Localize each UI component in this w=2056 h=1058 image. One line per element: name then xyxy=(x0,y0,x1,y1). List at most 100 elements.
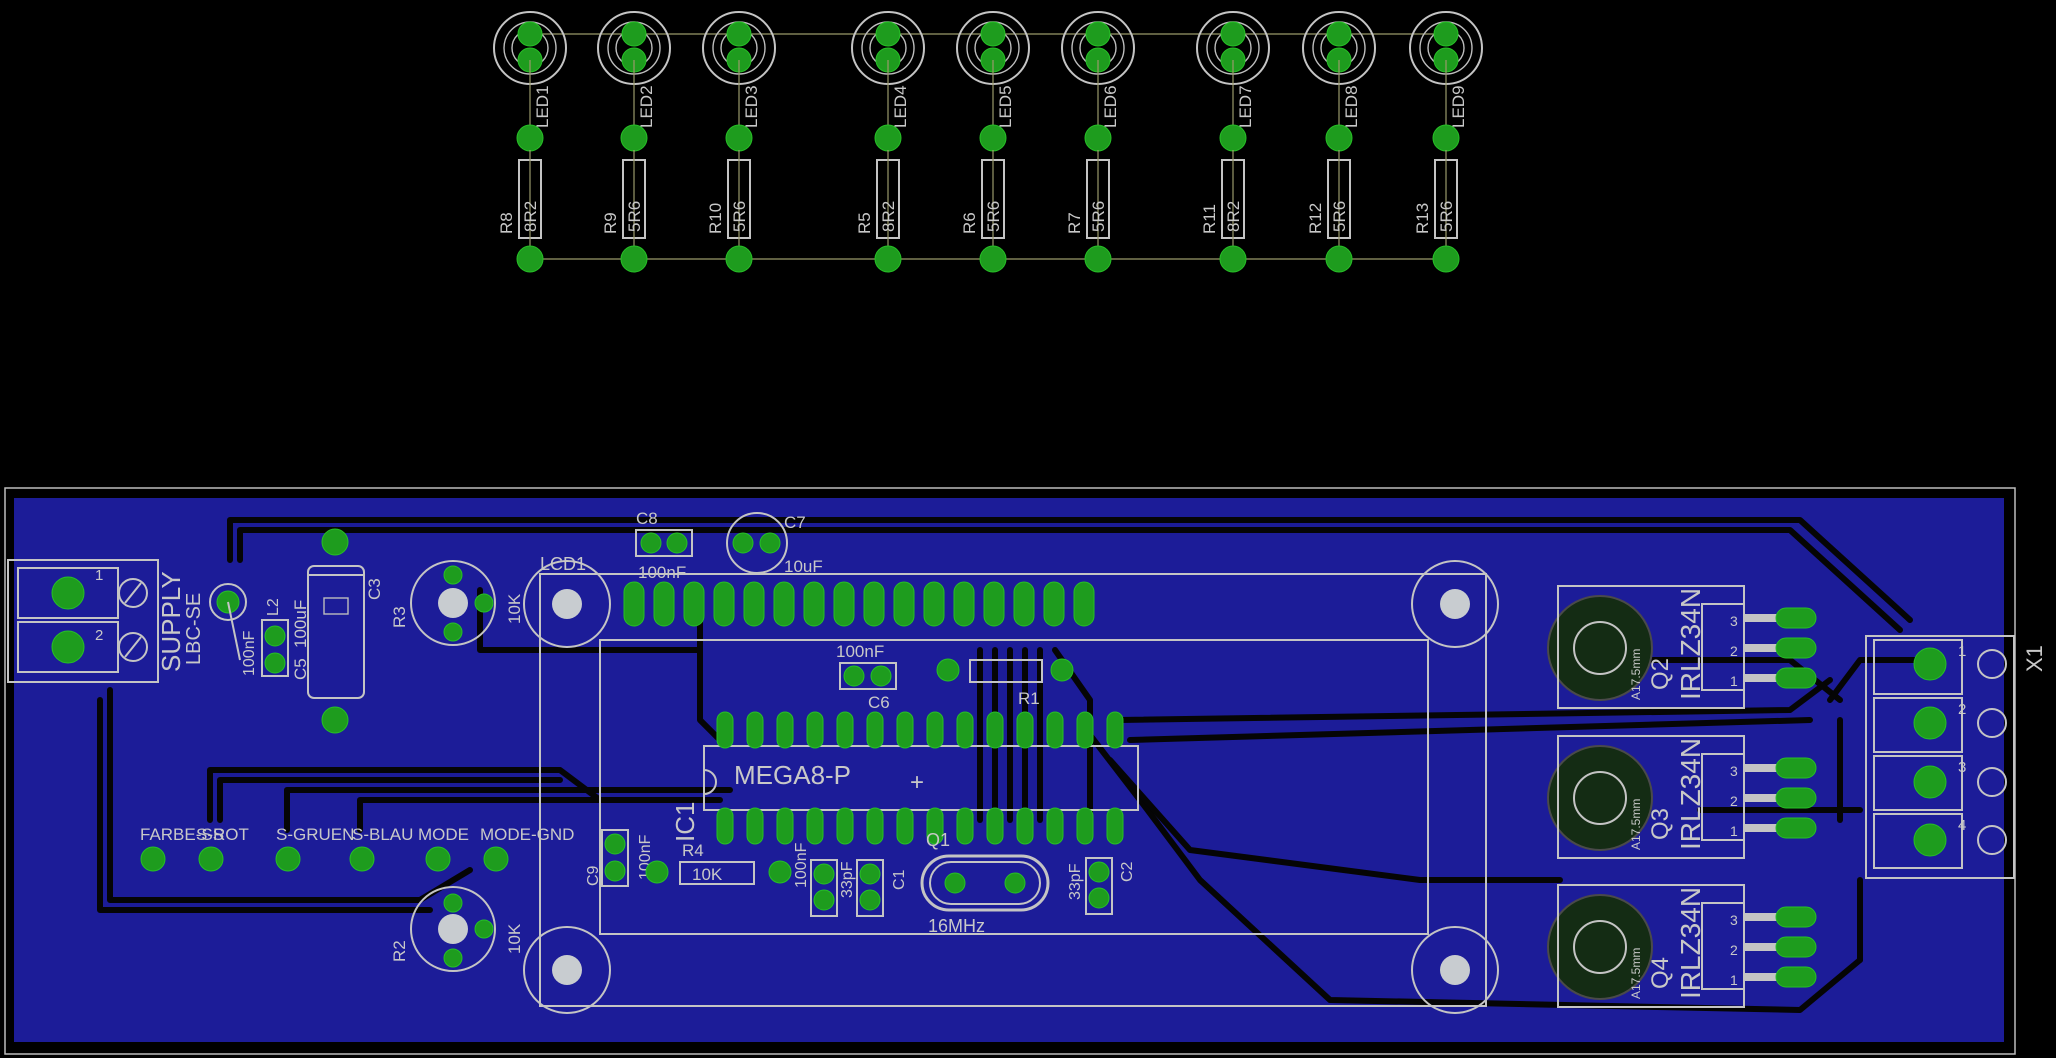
cap-value: 100nF xyxy=(793,842,810,888)
header-s-rot: S-ROT xyxy=(196,825,249,844)
r1-label: R1 xyxy=(1018,689,1040,708)
pin-label: 1 xyxy=(1730,972,1738,988)
pin-label: 3 xyxy=(1730,912,1738,928)
led-label: LED3 xyxy=(742,85,761,128)
capacitor-c7: C7 10uF xyxy=(726,512,823,576)
supply-pin-1: 1 xyxy=(95,567,103,584)
resistor-value: 8R2 xyxy=(521,201,540,232)
x1-label: X1 xyxy=(2022,645,2047,672)
resistor-value: 8R2 xyxy=(1224,201,1243,232)
led-column-5: LED5 R6 5R6 xyxy=(956,11,1030,273)
mosfet-value: IRLZ34N xyxy=(1675,738,1706,850)
pin-label: 1 xyxy=(1730,823,1738,839)
x1-connector: 1 2 3 4 X1 xyxy=(1865,635,2047,879)
pin-label: 2 xyxy=(1730,942,1738,958)
led-array: LED1 R8 8R2 LED2 R9 5R6 LED3 R10 5 xyxy=(493,11,1483,273)
r2-label: R2 xyxy=(390,940,409,962)
c7-value: 10uF xyxy=(784,557,823,576)
resistor-value: 8R2 xyxy=(879,201,898,232)
pin-label: 2 xyxy=(1730,793,1738,809)
led-column-8: LED8 R12 5R6 xyxy=(1302,11,1376,273)
resistor-ref: R12 xyxy=(1306,203,1325,234)
resistor-ref: R9 xyxy=(601,212,620,234)
mosfet-q2: 3 2 1 IRLZ34N Q2 A17.5mm xyxy=(1547,585,1817,709)
ic1-mega8: IC1 MEGA8-P + xyxy=(670,711,1139,845)
led-label: LED1 xyxy=(533,85,552,128)
capacitor-c2: 33pF C2 xyxy=(1067,857,1136,915)
c4-value: 100nF xyxy=(241,630,258,676)
mosfet-ref: Q3 xyxy=(1647,808,1674,840)
led-column-2: LED2 R9 5R6 xyxy=(597,11,671,273)
header-mode: MODE xyxy=(418,825,469,844)
pin-label: 2 xyxy=(1730,643,1738,659)
mosfet-ref: Q2 xyxy=(1647,658,1674,690)
c9-label: C9 xyxy=(585,865,602,886)
mosfet-q4: 3 2 1 IRLZ34N Q4 A17.5mm xyxy=(1547,884,1817,1008)
lcd-header xyxy=(623,581,1095,627)
resistor-ref: R13 xyxy=(1413,203,1432,234)
capacitor-100nf-crystal: 100nF xyxy=(793,842,838,917)
c7-label: C7 xyxy=(784,513,806,532)
c2-value: 33pF xyxy=(1067,863,1084,900)
lcd1-footprint: LCD1 xyxy=(523,554,1499,1014)
heatsink-label: A17.5mm xyxy=(1629,649,1643,700)
mosfet-ref: Q4 xyxy=(1647,957,1674,989)
ic1-pins-top xyxy=(716,711,1124,749)
ic1-label: IC1 xyxy=(670,802,700,842)
x1-pin-2: 2 xyxy=(1958,701,1966,718)
resistor-ref: R10 xyxy=(706,203,725,234)
resistor-r1: R1 xyxy=(936,658,1074,708)
q1-label: Q1 xyxy=(926,830,950,850)
led-label: LED7 xyxy=(1236,85,1255,128)
mosfet-value: IRLZ34N xyxy=(1675,588,1706,700)
capacitor-c4: 100nF xyxy=(241,619,289,677)
c1-value: 33pF xyxy=(839,861,856,898)
pin-label: 3 xyxy=(1730,763,1738,779)
r3-value: 10K xyxy=(505,593,524,624)
r4-label: R4 xyxy=(682,841,704,860)
ic1-value: MEGA8-P xyxy=(734,760,851,790)
led-label: LED9 xyxy=(1449,85,1468,128)
x1-pin-1: 1 xyxy=(1958,643,1966,660)
led-label: LED5 xyxy=(996,85,1015,128)
q1-value: 16MHz xyxy=(928,916,985,936)
c1-label: C1 xyxy=(891,869,908,890)
r2-value: 10K xyxy=(505,923,524,954)
lcd1-label: LCD1 xyxy=(540,554,586,574)
capacitor-c8: C8 100nF xyxy=(635,509,693,582)
header-s-blau: S-BLAU xyxy=(352,825,413,844)
resistor-value: 5R6 xyxy=(1089,201,1108,232)
led-label: LED6 xyxy=(1101,85,1120,128)
c6-label: C6 xyxy=(868,693,890,712)
c6-value: 100nF xyxy=(836,642,884,661)
ic1-pins-bottom xyxy=(716,807,1124,845)
resistor-r4: R4 10K xyxy=(645,841,792,885)
resistor-ref: R5 xyxy=(855,212,874,234)
x1-pin-3: 3 xyxy=(1958,759,1966,776)
c2-label: C2 xyxy=(1119,861,1136,882)
pin-label: 3 xyxy=(1730,613,1738,629)
header-mode-gnd: MODE-GND xyxy=(480,825,574,844)
c5-label: C5 xyxy=(291,658,310,680)
r4-value: 10K xyxy=(692,865,723,884)
supply-name: SUPPLY xyxy=(156,571,186,672)
supply-sub: LBC-SE xyxy=(183,593,205,665)
main-board: 1 2 SUPPLY LBC-SE L2 100nF C3 100uF xyxy=(4,487,2047,1055)
resistor-ref: R7 xyxy=(1065,212,1084,234)
trimpot-r2: R2 10K xyxy=(390,886,524,972)
header-s-gruen: S-GRUEN xyxy=(276,825,354,844)
resistor-value: 5R6 xyxy=(730,201,749,232)
resistor-value: 5R6 xyxy=(984,201,1003,232)
capacitor-c1: 33pF C1 xyxy=(839,859,908,917)
trimpot-r3: R3 10K xyxy=(390,560,524,646)
resistor-value: 5R6 xyxy=(1437,201,1456,232)
pin-label: 1 xyxy=(1730,673,1738,689)
led-column-1: LED1 R8 8R2 xyxy=(493,11,567,273)
c3-label: C3 xyxy=(365,578,384,600)
c8-value: 100nF xyxy=(638,563,686,582)
header-farbe: FARBE-SS xyxy=(140,825,224,844)
mosfet-q3: 3 2 1 IRLZ34N Q3 A17.5mm xyxy=(1547,735,1817,859)
c5-value: 100uF xyxy=(291,600,310,648)
c8-label: C8 xyxy=(636,509,658,528)
